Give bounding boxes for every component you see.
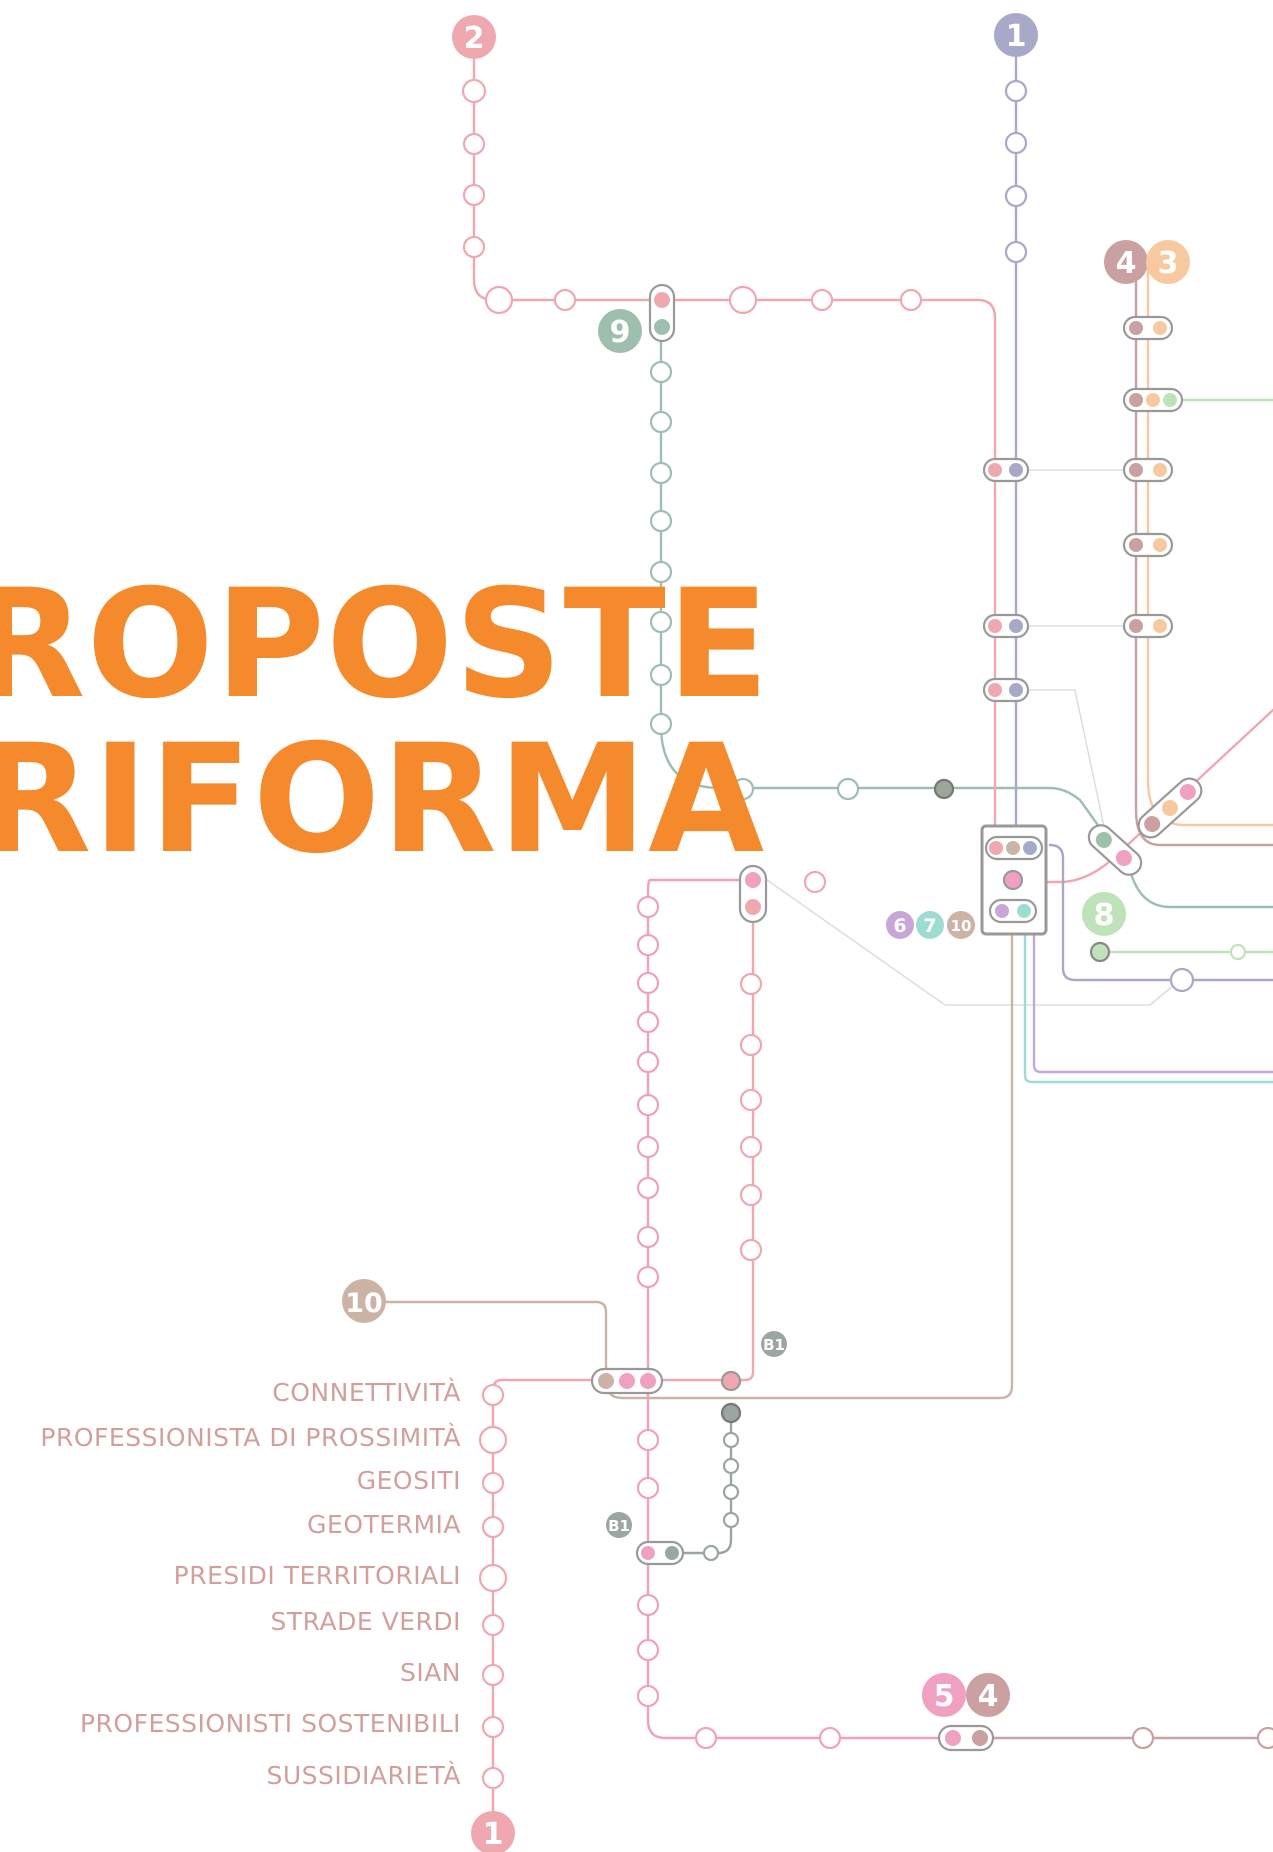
interchange-2-node <box>720 1370 742 1392</box>
badge-line-4: 4 <box>1104 240 1148 284</box>
badge-line-10-hub: 10 <box>947 911 975 939</box>
svg-text:4: 4 <box>978 1679 999 1714</box>
svg-text:10: 10 <box>345 1288 383 1319</box>
badge-line-10: 10 <box>342 1279 386 1323</box>
badge-line-6: 6 <box>886 911 914 939</box>
interchange-5-4 <box>937 1724 995 1752</box>
interchange-4-3-a <box>1122 315 1174 341</box>
stations <box>461 78 1273 1790</box>
stop-label-sian: SIAN <box>399 1658 461 1687</box>
stop-label-professionisti-sostenibili: PROFESSIONISTI SOSTENIBILI <box>79 1709 461 1738</box>
stop-label-connettivita: CONNETTIVITÀ <box>272 1378 461 1407</box>
stop-label-geositi: GEOSITI <box>356 1466 461 1495</box>
line-7-path <box>1023 928 1273 1084</box>
svg-text:B1: B1 <box>608 1517 630 1535</box>
line-4-path <box>1134 263 1273 847</box>
svg-text:5: 5 <box>934 1679 955 1714</box>
line-1-lower-path <box>1048 843 1273 982</box>
interchange-5-2 <box>738 864 768 924</box>
line-9-path <box>659 306 1273 909</box>
svg-text:9: 9 <box>610 315 631 350</box>
interchange-hub <box>980 824 1048 936</box>
interchange-9-2 <box>648 283 676 343</box>
interchange-5-b1 <box>635 1540 685 1566</box>
line-5-path <box>646 878 947 1740</box>
badge-line-b1-upper: B1 <box>761 1331 787 1357</box>
line-b1-path <box>673 1410 733 1555</box>
badge-line-2-top: 2 <box>452 15 496 59</box>
stop-label-strade-verdi: STRADE VERDI <box>270 1607 461 1636</box>
interchange-2-1-c <box>982 677 1030 703</box>
svg-text:1: 1 <box>1006 19 1027 54</box>
line-10-path <box>383 928 1014 1400</box>
badge-line-7: 7 <box>916 911 944 939</box>
interchange-4-3-b <box>1122 457 1174 483</box>
svg-text:8: 8 <box>1094 898 1115 933</box>
stop-label-professionista-di-prossimita: PROFESSIONISTA DI PROSSIMITÀ <box>40 1423 461 1452</box>
title-line-2: RIFORMA <box>0 713 766 887</box>
badge-line-1-bottom: 1 <box>471 1811 515 1852</box>
interchange-diagonal-4-3-2 <box>1137 777 1203 839</box>
badge-line-8: 8 <box>1082 892 1126 936</box>
svg-text:2: 2 <box>464 21 485 56</box>
stop-label-presidi-territoriali: PRESIDI TERRITORIALI <box>173 1561 461 1590</box>
svg-text:4: 4 <box>1116 246 1137 281</box>
interchange-10-1-5 <box>590 1367 664 1395</box>
svg-text:10: 10 <box>951 917 972 935</box>
badge-line-9: 9 <box>598 309 642 353</box>
badge-line-4-bottom: 4 <box>966 1673 1010 1717</box>
svg-text:3: 3 <box>1158 246 1179 281</box>
badge-line-3: 3 <box>1146 240 1190 284</box>
line-badges: 2 1 4 3 9 8 6 7 10 10 B1 B1 5 4 1 <box>342 13 1190 1852</box>
badge-line-5-bottom: 5 <box>922 1673 966 1717</box>
interchanges <box>590 283 1203 1752</box>
interchange-4-3-8 <box>1122 387 1184 413</box>
svg-text:6: 6 <box>893 915 906 937</box>
interchange-b1-node <box>720 1402 742 1424</box>
interchange-8-node <box>1089 941 1111 963</box>
interchange-9-node <box>933 778 955 800</box>
line-2-lower-path <box>491 868 755 1832</box>
stop-label-sussidiarieta: SUSSIDIARIETÀ <box>266 1761 461 1790</box>
svg-text:1: 1 <box>483 1817 504 1852</box>
svg-text:B1: B1 <box>763 1336 785 1354</box>
badge-line-1-top: 1 <box>994 13 1038 57</box>
thin-connectors <box>759 469 1181 1006</box>
stop-label-geotermia: GEOTERMIA <box>307 1510 461 1539</box>
line-6-path <box>1032 928 1273 1074</box>
interchange-diagonal-9-2 <box>1087 824 1143 876</box>
badge-line-b1-lower: B1 <box>606 1512 632 1538</box>
svg-text:7: 7 <box>923 915 936 937</box>
interchange-2-1-b <box>982 613 1030 639</box>
interchange-4-3-d <box>1122 613 1174 639</box>
interchange-4-3-c <box>1122 532 1174 558</box>
interchange-2-1-a <box>982 457 1030 483</box>
title-line-1: ROPOSTE <box>0 558 771 732</box>
